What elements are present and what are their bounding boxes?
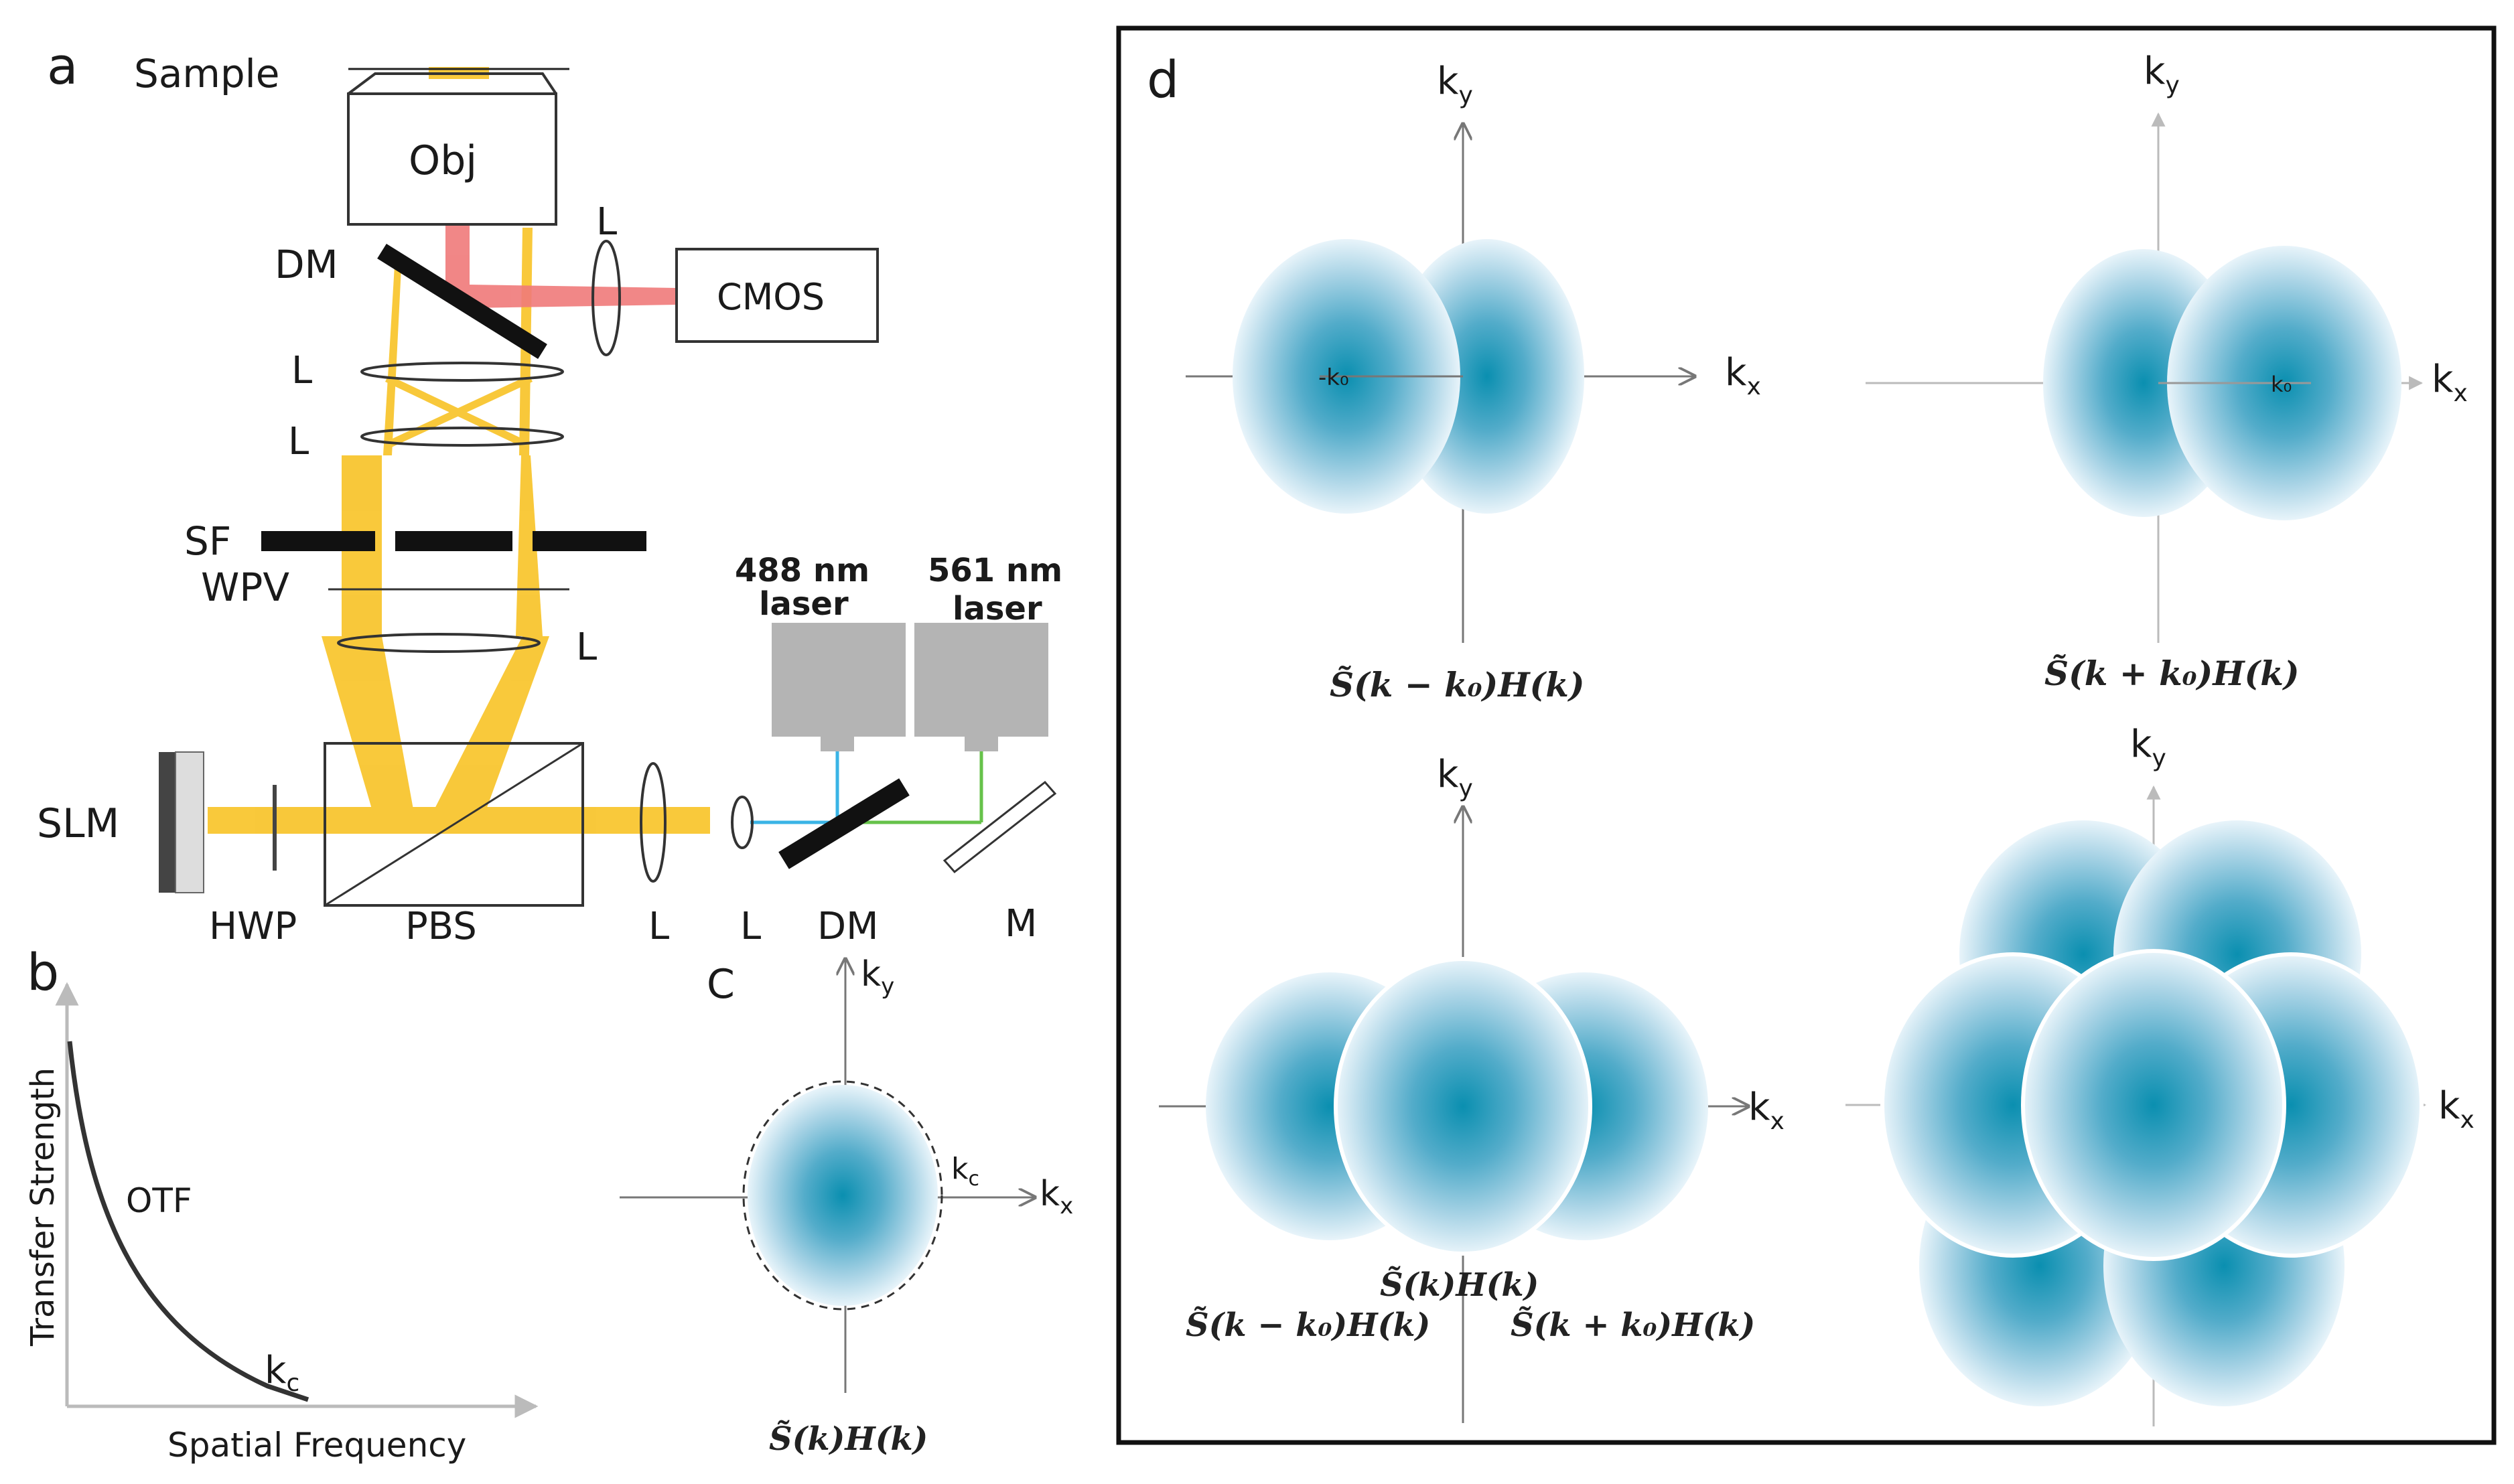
label-laser-488-b: laser [759,585,849,623]
formula-q1: S̃(k − k₀)H(k) [1330,665,1585,704]
panel-b-letter: b [27,942,59,1002]
dichroic-mirror-top [377,243,547,360]
formula-q2: S̃(k + k₀)H(k) [2044,654,2300,693]
label-l-cmos: L [596,200,617,244]
label-obj: Obj [409,137,477,184]
label-kc-b: kc [265,1349,299,1397]
disk-q3-center [1334,957,1592,1256]
label-otf: OTF [126,1181,192,1220]
lens-relay-1 [360,362,564,382]
pbs-cube [324,742,584,907]
panel-d-letter: d [1147,50,1179,109]
label-wpv: WPV [201,565,289,610]
slm-body [159,752,176,893]
cmos-camera [675,248,879,343]
panel-a-letter: a [47,36,78,96]
quadrant-2-plus-k0: ky kx k₀ S̃(k + k₀)H(k) [1866,50,2468,693]
label-l-bottom-2: L [740,905,761,948]
panel-c-otf-support: C ky kx kc S̃(k)H(k) [620,954,1073,1458]
label-cmos: CMOS [717,276,825,318]
label-kx-q4: kx [2438,1084,2474,1134]
label-spatial-frequency: Spatial Frequency [167,1426,466,1465]
label-kx-q1: kx [1725,351,1761,400]
label-ky-q2: ky [2144,50,2180,99]
label-ky-c: ky [861,954,894,1000]
lens-relay-2 [360,427,564,447]
quadrant-3-three-orders: ky kx S̃(k − k₀)H(k) S̃(k)H(k) S̃(k + k₀… [1159,753,1785,1423]
pbs-diagonal [324,742,583,907]
label-kx-q2: kx [2432,358,2468,407]
label-l-bottom-1: L [648,905,669,948]
formula-q3-mid: S̃(k)H(k) [1380,1265,1539,1304]
emission-beams [445,221,677,308]
quadrant-4-full-reconstruction: ky kx [1845,723,2474,1426]
laser-488 [772,623,906,737]
lens-bottom-2 [731,796,754,849]
objective-lens [347,92,557,226]
beam-right-mid [516,455,543,636]
lens-bottom-1 [640,762,667,883]
mirror-m [942,780,1057,874]
label-dm-top: DM [275,242,338,287]
formula-q3-right: S̃(k + k₀)H(k) [1511,1305,1755,1344]
lens-l3 [337,633,541,653]
label-transfer-strength: Transfer Strength [24,1067,62,1347]
label-laser-561-a: 561 nm [928,552,1062,589]
label-laser-561-b: laser [953,590,1042,627]
beam-left-lower [322,636,415,820]
sf-block-1 [261,531,375,551]
label-l1: L [291,349,312,392]
panel-a-setup: a Sample Obj DM L [37,36,1062,948]
emission-horizontal [470,285,677,308]
sf-block-2 [395,531,512,551]
dichroic-mirror-bottom [778,778,910,869]
excitation-beams [208,67,710,834]
label-hwp: HWP [209,905,297,948]
otf-cutoff-circle [742,1080,943,1311]
panel-d-frequency-shift: d ky kx -k₀ S̃(k − k₀)H(k) ky kx k₀ S̃(k… [1116,25,2497,1445]
laser-561-aperture [965,737,998,751]
formula-q3-left: S̃(k − k₀)H(k) [1186,1305,1430,1344]
laser-561 [914,623,1048,737]
label-slm: SLM [37,800,119,847]
slm-surface [175,751,204,893]
label-pbs: PBS [405,905,477,948]
otf-support-disk [748,1085,938,1306]
beam-cross-2 [385,375,529,449]
label-ky-q1: ky [1437,60,1473,109]
label-laser-488-a: 488 nm [735,552,869,589]
label-center-q1: -k₀ [1318,364,1349,391]
label-sample: Sample [134,51,279,96]
label-sf: SF [184,518,231,564]
panel-b-otf-plot: b Transfer Strength Spatial Frequency OT… [24,942,539,1465]
objective-top [347,72,557,95]
disk-q4-center [2021,949,2286,1261]
formula-c: S̃(k)H(k) [769,1419,928,1458]
label-l2: L [288,420,309,463]
spatial-filter [261,531,646,551]
label-ky-q3: ky [1437,753,1473,802]
label-center-q2: k₀ [2271,372,2292,397]
panel-c-letter: C [707,961,735,1008]
laser-488-aperture [821,737,854,751]
label-m: M [1005,902,1037,946]
label-kx-c: kx [1040,1174,1073,1219]
quadrant-1-minus-k0: ky kx -k₀ S̃(k − k₀)H(k) [1186,60,1761,704]
label-kc-c: kc [951,1152,979,1191]
label-ky-q4: ky [2130,723,2166,772]
label-dm-bottom: DM [817,905,878,948]
label-kx-q3: kx [1748,1086,1785,1135]
panel-d-frame [1116,25,2497,1445]
lens-cmos [591,240,621,356]
sf-block-3 [533,531,646,551]
otf-curve [67,1041,309,1402]
label-l3: L [576,625,597,669]
beam-left-upper [383,254,402,455]
beam-right-lower [429,636,549,820]
